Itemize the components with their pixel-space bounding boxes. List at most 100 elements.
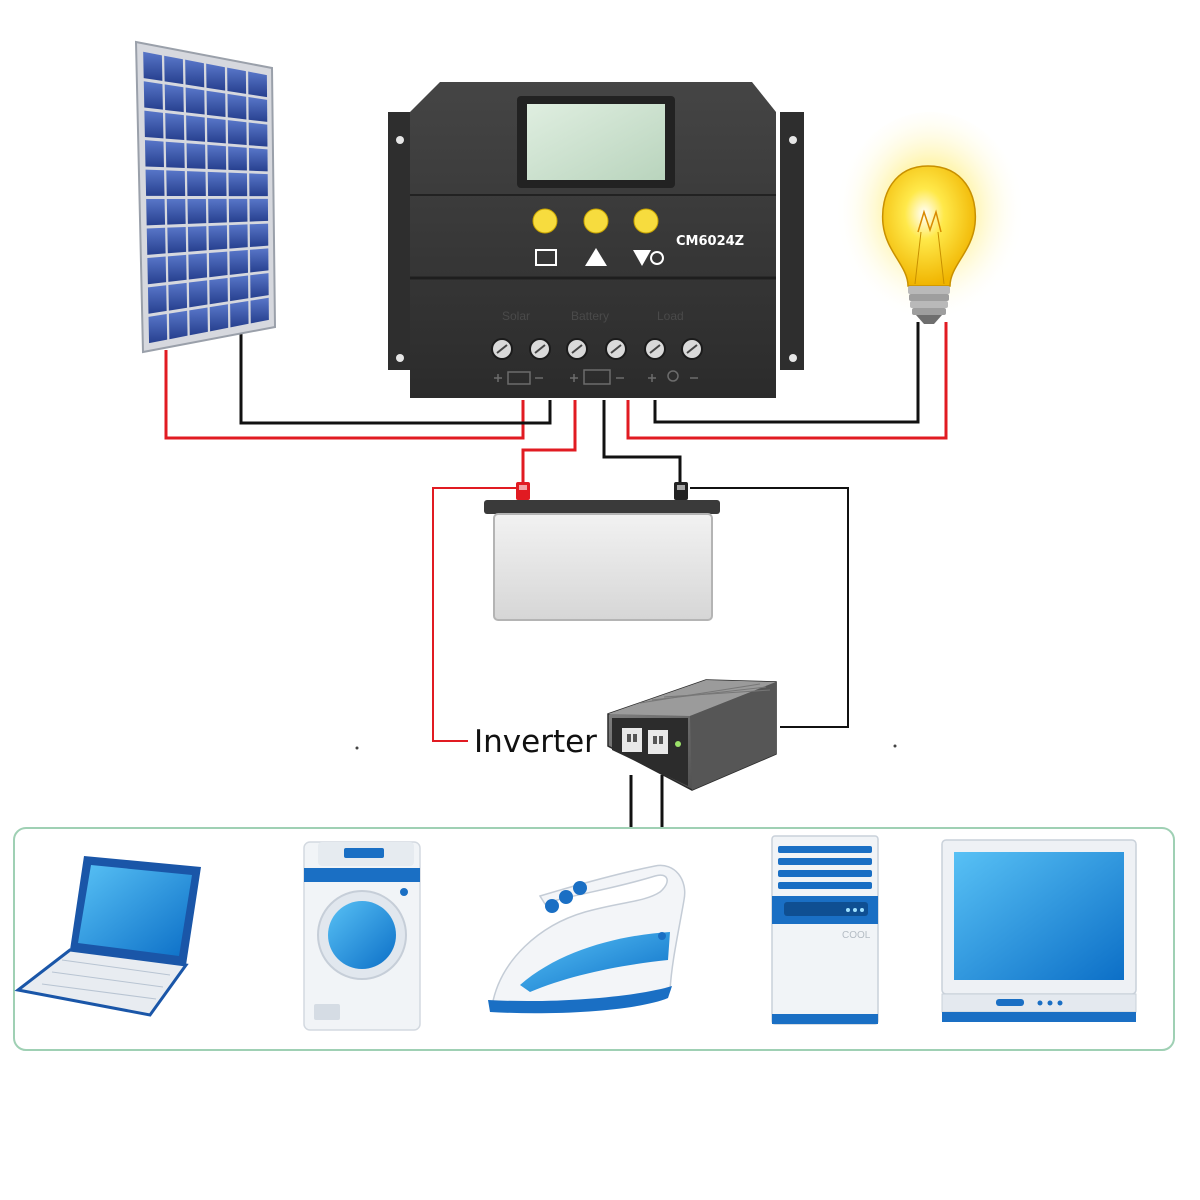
inverter-icon bbox=[607, 679, 777, 791]
up-arrow-icon bbox=[585, 248, 607, 266]
solar-cell bbox=[165, 141, 185, 169]
solar-cell bbox=[249, 223, 269, 248]
screw-slot bbox=[649, 344, 661, 354]
solar-cell bbox=[250, 297, 269, 324]
screw-slot bbox=[686, 344, 698, 354]
solar-cell bbox=[146, 227, 166, 255]
solar-cell bbox=[188, 280, 208, 308]
solar-cell bbox=[228, 146, 247, 171]
wiring bbox=[164, 322, 948, 832]
aircon-cool-label: COOL bbox=[842, 930, 871, 941]
controller-button-3 bbox=[633, 208, 659, 234]
solar-cell bbox=[229, 249, 249, 275]
solar-cell bbox=[250, 273, 269, 298]
solar-cell bbox=[187, 171, 206, 196]
screw-terminals bbox=[491, 338, 703, 360]
inverter-negative-wire bbox=[690, 487, 849, 728]
battery-negative-wire bbox=[602, 400, 682, 485]
controller-model-label: CM6024Z bbox=[676, 234, 744, 249]
solar-cell bbox=[145, 169, 165, 196]
iron-icon bbox=[488, 864, 686, 1014]
solar-cell bbox=[187, 226, 207, 252]
tv-monitor-icon bbox=[941, 839, 1137, 1022]
solar-cell bbox=[230, 301, 249, 328]
screw-slot bbox=[571, 344, 583, 354]
inverter-positive-wire bbox=[432, 487, 523, 742]
laptop-icon bbox=[14, 856, 201, 1017]
controller-button-2 bbox=[583, 208, 609, 234]
controller-button-1 bbox=[532, 208, 558, 234]
solar-cell bbox=[168, 310, 188, 340]
solar-cell bbox=[168, 282, 188, 311]
solar-cell bbox=[189, 307, 208, 336]
solar-cell bbox=[185, 87, 205, 115]
solar-cell bbox=[228, 198, 248, 223]
solar-cell bbox=[228, 172, 248, 197]
solar-cell bbox=[229, 224, 248, 249]
terminal-label-load: Load bbox=[657, 309, 684, 323]
solar-cell bbox=[147, 256, 167, 285]
load-negative-wire bbox=[653, 322, 920, 424]
solar-cell bbox=[227, 93, 247, 120]
solar-cell bbox=[143, 81, 163, 110]
solar-cell bbox=[166, 170, 186, 196]
solar-cell bbox=[147, 285, 167, 314]
solar-cell bbox=[144, 110, 164, 139]
terminal-label-solar: Solar bbox=[502, 309, 530, 323]
inverter-label: Inverter bbox=[474, 724, 597, 760]
solar-cell bbox=[148, 314, 168, 344]
solar-cell bbox=[144, 140, 164, 168]
solar-cell bbox=[166, 199, 186, 225]
solar-cell bbox=[186, 115, 206, 142]
solar-cell bbox=[146, 199, 166, 226]
solar-cell bbox=[165, 113, 185, 141]
solar-cell bbox=[208, 198, 227, 224]
solar-cell bbox=[206, 90, 226, 118]
solar-negative-wire bbox=[239, 330, 552, 425]
menu-icon bbox=[535, 249, 557, 266]
solar-cell bbox=[186, 143, 206, 169]
solar-cell bbox=[248, 147, 268, 172]
solar-panel-icon bbox=[134, 40, 277, 354]
solar-cell bbox=[208, 251, 228, 278]
solar-cell bbox=[164, 84, 184, 113]
solar-cell bbox=[209, 277, 228, 305]
down-load-icon bbox=[633, 250, 651, 266]
solar-cell bbox=[206, 117, 226, 144]
solar-positive-wire bbox=[164, 350, 525, 440]
solar-cell bbox=[188, 253, 208, 280]
solar-cell bbox=[249, 198, 269, 222]
screw-slot bbox=[534, 344, 546, 354]
solar-cell bbox=[207, 171, 227, 197]
solar-cell bbox=[249, 173, 268, 197]
washing-machine-icon bbox=[303, 841, 421, 1031]
load-positive-wire bbox=[626, 322, 948, 440]
solar-cell bbox=[227, 120, 247, 145]
battery-icon bbox=[484, 482, 720, 621]
solar-cell bbox=[167, 226, 187, 254]
solar-cell bbox=[164, 55, 184, 85]
solar-cell bbox=[208, 225, 228, 251]
solar-cell bbox=[249, 248, 269, 273]
terminal-label-battery: Battery bbox=[571, 309, 609, 323]
solar-cell bbox=[229, 275, 249, 302]
solar-cell bbox=[248, 71, 268, 98]
charge-controller-icon: CM6024Z Solar Battery Load bbox=[388, 82, 804, 398]
solar-cell bbox=[248, 122, 268, 147]
solar-cell bbox=[209, 304, 229, 332]
battery-positive-wire bbox=[521, 400, 577, 485]
light-bulb-icon bbox=[835, 112, 1025, 332]
solar-cell bbox=[167, 254, 187, 282]
solar-cell bbox=[143, 51, 163, 81]
screw-slot bbox=[610, 344, 622, 354]
air-conditioner-icon: COOL bbox=[771, 835, 879, 1025]
solar-cell bbox=[248, 97, 268, 122]
solar-cell bbox=[185, 59, 205, 88]
bulb-small-icon bbox=[650, 251, 664, 265]
solar-cell bbox=[206, 63, 226, 91]
solar-cell bbox=[227, 67, 247, 94]
solar-cell bbox=[187, 198, 207, 224]
screw-slot bbox=[496, 344, 508, 354]
solar-cell bbox=[207, 144, 227, 170]
